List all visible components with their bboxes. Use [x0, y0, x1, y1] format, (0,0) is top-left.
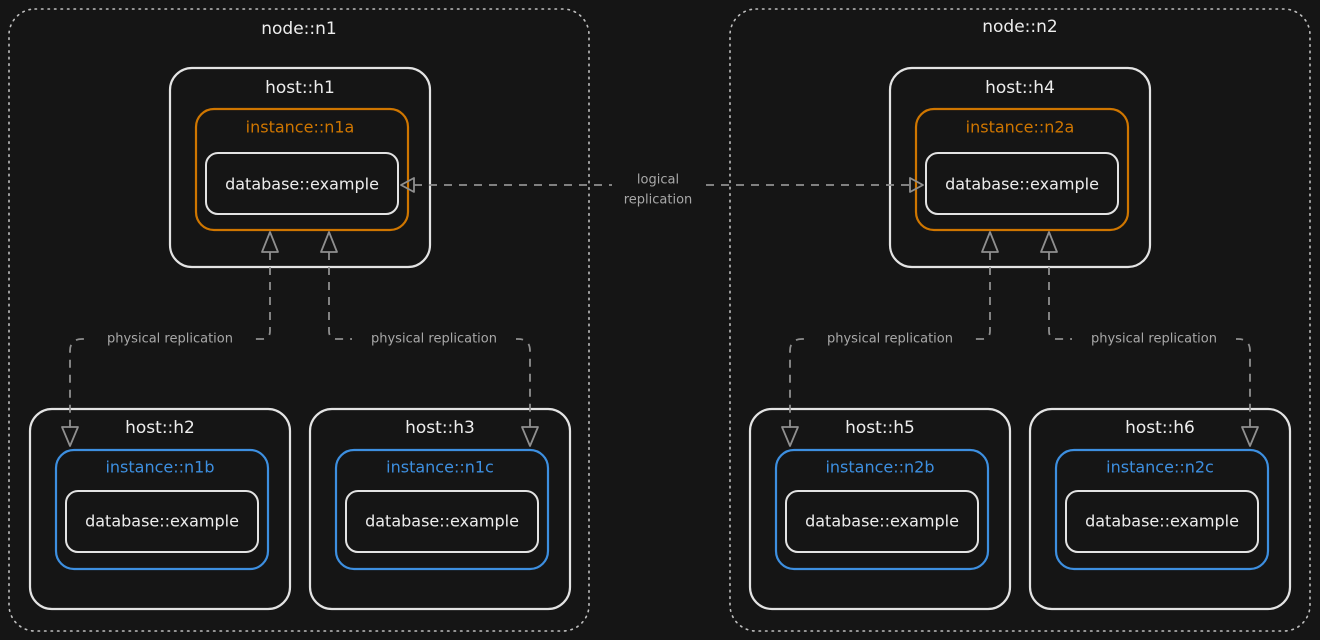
- host-group-h3[interactable]: host::h3 instance::n1c database::example: [308, 407, 572, 611]
- edge-physical-n2a-h5[interactable]: physical replication: [781, 231, 999, 447]
- node-label-n2: node::n2: [982, 17, 1057, 37]
- database-boundary-n1c: [345, 490, 539, 553]
- edge-physical-label-h6: physical replication: [1091, 332, 1217, 347]
- edge-physical-arrowhead-down-h5: [781, 426, 799, 447]
- edge-label-bg-h3: [352, 329, 516, 348]
- edge-logical-arrowhead-left: [400, 177, 415, 193]
- instance-boundary-n1a: [194, 107, 410, 232]
- edge-physical-arrowhead-up-h2: [261, 231, 279, 253]
- instance-boundary-n1b: [54, 448, 270, 571]
- instance-label-n1b: instance::n1b: [105, 458, 214, 477]
- host-label-h2: host::h2: [125, 418, 195, 438]
- host-group-h5[interactable]: host::h5 instance::n2b database::example: [748, 407, 1012, 611]
- edge-logical-label-line1: logical: [637, 173, 679, 188]
- database-boundary-n2c: [1065, 490, 1259, 553]
- instance-label-n2a: instance::n2a: [966, 118, 1075, 137]
- node-group-n1[interactable]: node::n1: [8, 8, 590, 632]
- edge-physical-arrowhead-up-h3: [320, 231, 338, 253]
- edge-physical-n2a-h6[interactable]: physical replication: [1040, 231, 1259, 447]
- instance-boundary-n1c: [334, 448, 550, 571]
- database-label-n1c: database::example: [365, 512, 519, 531]
- host-group-h4[interactable]: host::h4 instance::n2a database::example: [888, 66, 1152, 269]
- database-label-n2c: database::example: [1085, 512, 1239, 531]
- edge-physical-arrowhead-down-h6: [1241, 426, 1259, 447]
- instance-boundary-n2c: [1054, 448, 1270, 571]
- edge-physical-label-h3: physical replication: [371, 332, 497, 347]
- node-boundary-n2: [729, 8, 1311, 632]
- edge-physical-n1a-h3[interactable]: physical replication: [320, 231, 539, 447]
- instance-label-n1c: instance::n1c: [386, 458, 494, 477]
- database-label-n1a: database::example: [225, 175, 379, 194]
- edge-physical-arrowhead-up-h5: [981, 231, 999, 253]
- database-label-n1b: database::example: [85, 512, 239, 531]
- database-boundary-n2a: [925, 152, 1119, 215]
- host-group-h6[interactable]: host::h6 instance::n2c database::example: [1028, 407, 1292, 611]
- edge-logical-label-line2: replication: [624, 193, 693, 208]
- host-label-h6: host::h6: [1125, 418, 1195, 438]
- edge-logical-replication[interactable]: logical replication: [400, 173, 924, 208]
- edge-physical-arrowhead-down-h3: [521, 426, 539, 447]
- host-label-h3: host::h3: [405, 418, 475, 438]
- node-group-n2[interactable]: node::n2: [729, 8, 1311, 632]
- edge-physical-arrowhead-down-h2: [61, 426, 79, 447]
- host-label-h1: host::h1: [265, 78, 335, 98]
- instance-label-n2c: instance::n2c: [1106, 458, 1214, 477]
- instance-boundary-n2b: [774, 448, 990, 571]
- edge-physical-label-h5: physical replication: [827, 332, 953, 347]
- edge-physical-label-h2: physical replication: [107, 332, 233, 347]
- instance-boundary-n2a: [914, 107, 1130, 232]
- host-label-h5: host::h5: [845, 418, 915, 438]
- edge-label-bg-h2: [88, 329, 252, 348]
- database-boundary-n2b: [785, 490, 979, 553]
- database-label-n2a: database::example: [945, 175, 1099, 194]
- edge-label-bg-h5: [808, 329, 972, 348]
- node-label-n1: node::n1: [261, 19, 336, 39]
- edge-physical-n1a-h2[interactable]: physical replication: [61, 231, 279, 447]
- database-boundary-n1b: [65, 490, 259, 553]
- edge-logical-arrowhead-right: [909, 177, 924, 193]
- database-label-n2b: database::example: [805, 512, 959, 531]
- database-boundary-n1a: [205, 152, 399, 215]
- instance-label-n2b: instance::n2b: [825, 458, 934, 477]
- edge-label-bg-h6: [1072, 329, 1236, 348]
- host-group-h2[interactable]: host::h2 instance::n1b database::example: [28, 407, 292, 611]
- instance-label-n1a: instance::n1a: [246, 118, 355, 137]
- host-group-h1[interactable]: host::h1 instance::n1a database::example: [168, 66, 432, 269]
- node-boundary-n1: [8, 8, 590, 632]
- edge-physical-arrowhead-up-h6: [1040, 231, 1058, 253]
- host-label-h4: host::h4: [985, 78, 1055, 98]
